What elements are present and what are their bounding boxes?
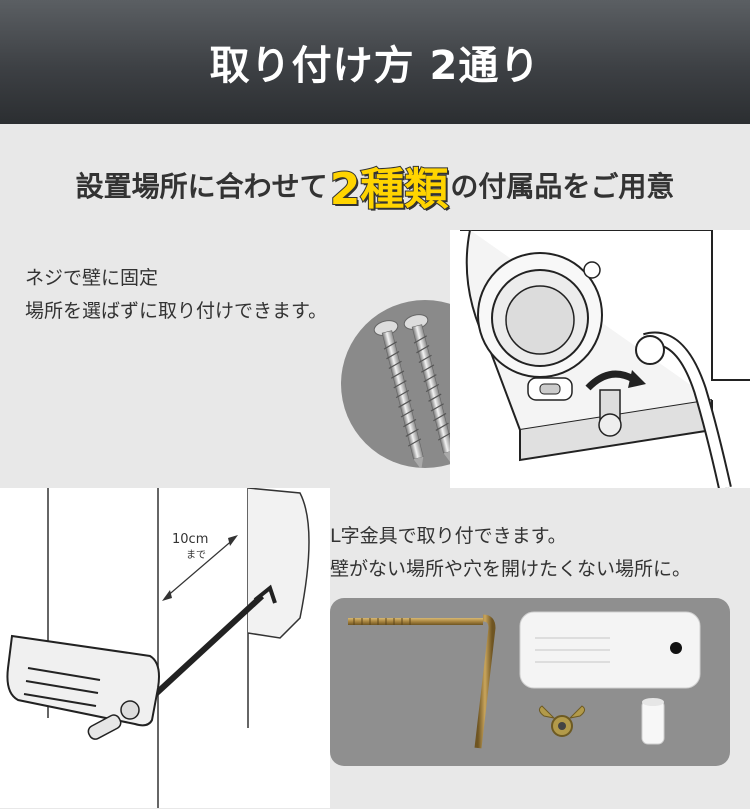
bracket-parts-image bbox=[330, 598, 730, 766]
subtitle: 設置場所に合わせて 2種類 の付属品をご用意 bbox=[0, 150, 750, 220]
appliance-closeup-image bbox=[450, 230, 750, 488]
bracket-option-description: L字金具で取り付できます。 壁がない場所や穴を開けたくない場所に。 bbox=[330, 520, 750, 586]
measure-value: 10cm bbox=[172, 532, 208, 547]
parts-icon bbox=[348, 611, 701, 749]
subtitle-highlight: 2種類 bbox=[329, 163, 450, 216]
bracket-option-line1: L字金具で取り付できます。 bbox=[330, 525, 567, 547]
screw-option-line1: ネジで壁に固定 bbox=[25, 267, 159, 289]
bracket-installation-diagram: 10cm まで bbox=[0, 488, 330, 808]
measure-suffix: まで bbox=[186, 549, 206, 561]
subtitle-suffix: の付属品をご用意 bbox=[450, 170, 675, 203]
bracket-option-line2: 壁がない場所や穴を開けたくない場所に。 bbox=[330, 558, 692, 580]
banner-title: 取り付け方 2通り bbox=[209, 43, 541, 89]
screw-option-description: ネジで壁に固定 場所を選ばずに取り付けできます。 bbox=[25, 262, 365, 328]
screw-option-line2: 場所を選ばずに取り付けできます。 bbox=[25, 300, 328, 322]
subtitle-prefix: 設置場所に合わせて bbox=[75, 170, 328, 203]
wall-bracket-icon: 10cm まで bbox=[6, 488, 310, 808]
appliance-icon bbox=[460, 230, 750, 488]
header-banner: 取り付け方 2通り bbox=[0, 0, 750, 124]
